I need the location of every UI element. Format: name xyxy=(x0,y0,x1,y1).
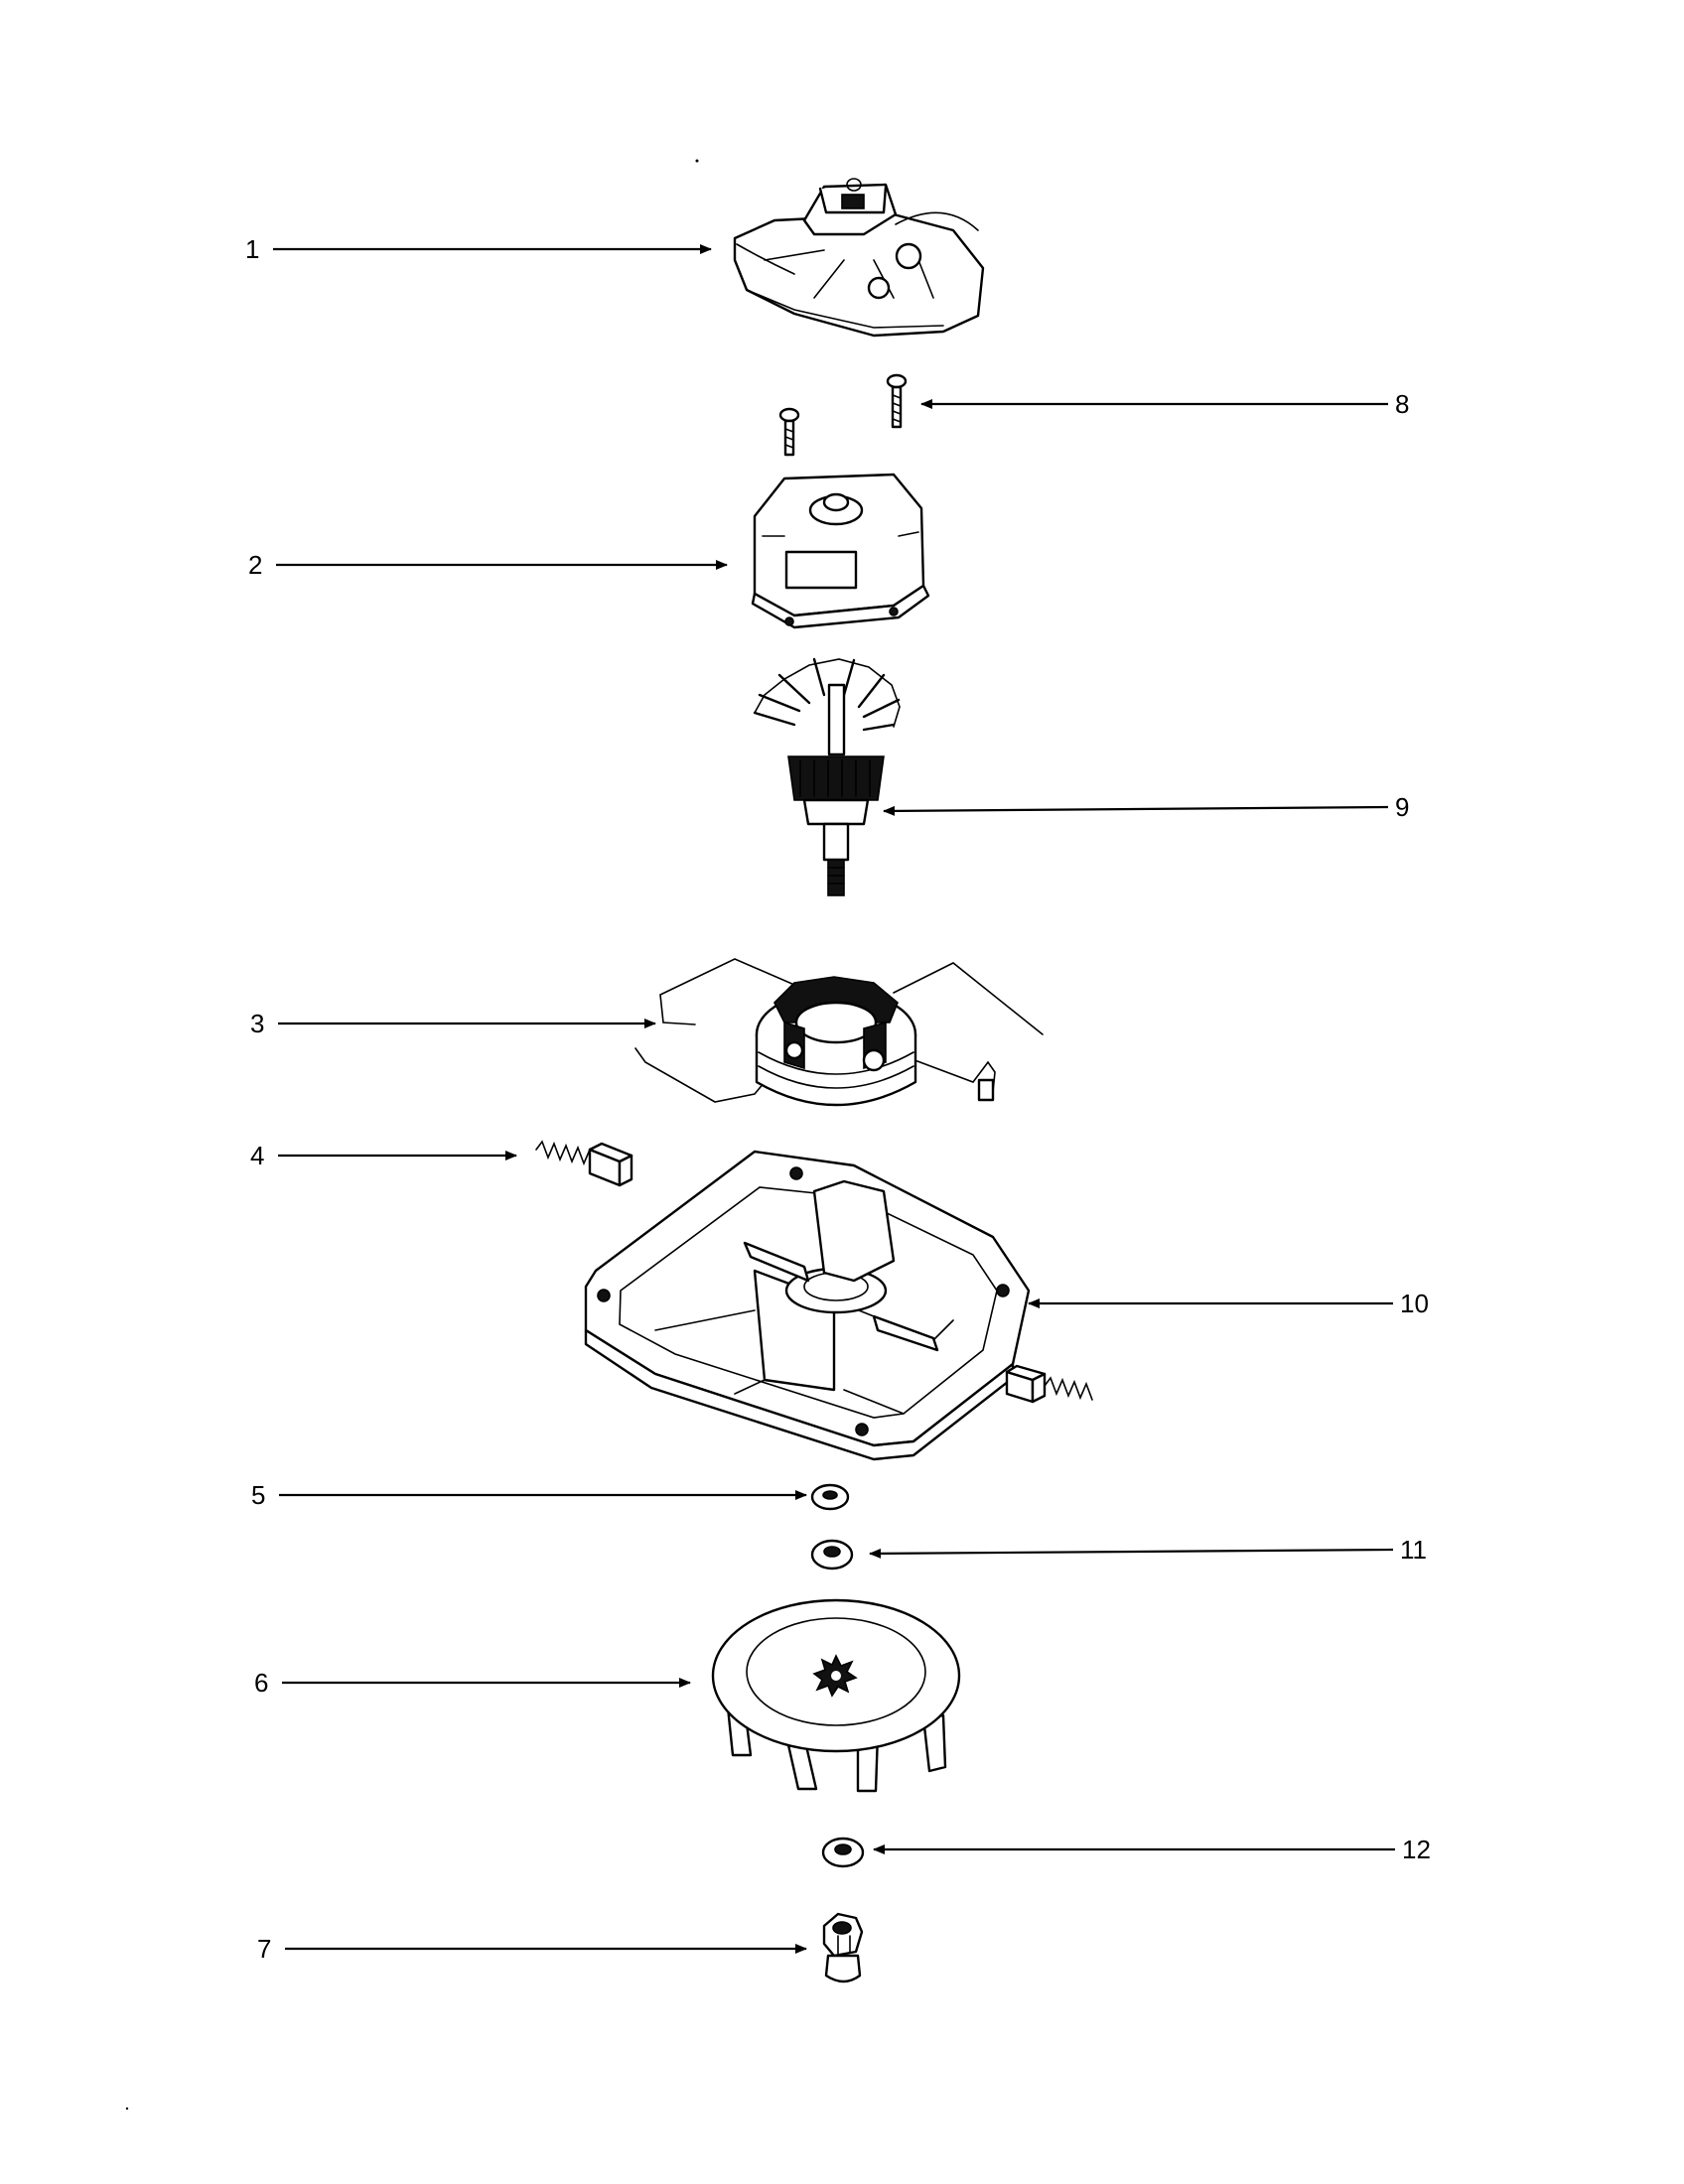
speck-mark xyxy=(125,2107,129,2111)
part-4-carbon-brush-second xyxy=(1005,1364,1093,1404)
callout-7: 7 xyxy=(257,1934,807,1964)
callout-5: 5 xyxy=(251,1480,807,1510)
callout-label-10: 10 xyxy=(1400,1289,1429,1318)
callout-8: 8 xyxy=(920,389,1409,419)
callout-label-4: 4 xyxy=(250,1141,264,1170)
callout-label-5: 5 xyxy=(251,1480,265,1510)
callout-2: 2 xyxy=(248,550,728,580)
fan-hub-star xyxy=(812,1654,858,1698)
callout-label-9: 9 xyxy=(1395,792,1409,822)
part-5-washer xyxy=(810,1483,850,1511)
part-2-motor-cover xyxy=(751,473,930,629)
part-4-carbon-brush xyxy=(535,1140,633,1187)
callout-label-8: 8 xyxy=(1395,389,1409,419)
callout-label-11: 11 xyxy=(1400,1535,1427,1565)
callout-6: 6 xyxy=(254,1668,691,1698)
callout-10: 10 xyxy=(1028,1289,1429,1318)
part-8-screws xyxy=(778,373,908,457)
part-11-washer xyxy=(810,1539,854,1570)
callout-label-3: 3 xyxy=(250,1009,264,1038)
callout-11: 11 xyxy=(869,1535,1427,1565)
part-6-fan-impeller xyxy=(711,1598,961,1793)
callout-1: 1 xyxy=(245,234,712,264)
callout-4: 4 xyxy=(250,1141,517,1170)
callout-label-1: 1 xyxy=(245,234,259,264)
part-3-field-coil xyxy=(634,958,1044,1107)
part-12-washer xyxy=(821,1837,865,1868)
part-9-armature xyxy=(753,657,901,896)
speck-mark xyxy=(695,159,699,163)
callout-label-7: 7 xyxy=(257,1934,271,1964)
screw-left xyxy=(778,407,800,457)
callout-label-6: 6 xyxy=(254,1668,268,1698)
part-10-motor-base xyxy=(584,1150,1031,1461)
callout-label-12: 12 xyxy=(1402,1835,1431,1864)
callout-12: 12 xyxy=(873,1835,1431,1864)
callout-9: 9 xyxy=(883,792,1409,822)
screw-right xyxy=(886,373,908,429)
part-1-motor-top-housing xyxy=(733,178,985,338)
part-7-nut xyxy=(822,1912,864,1983)
callout-3: 3 xyxy=(250,1009,656,1038)
callout-label-2: 2 xyxy=(248,550,262,580)
